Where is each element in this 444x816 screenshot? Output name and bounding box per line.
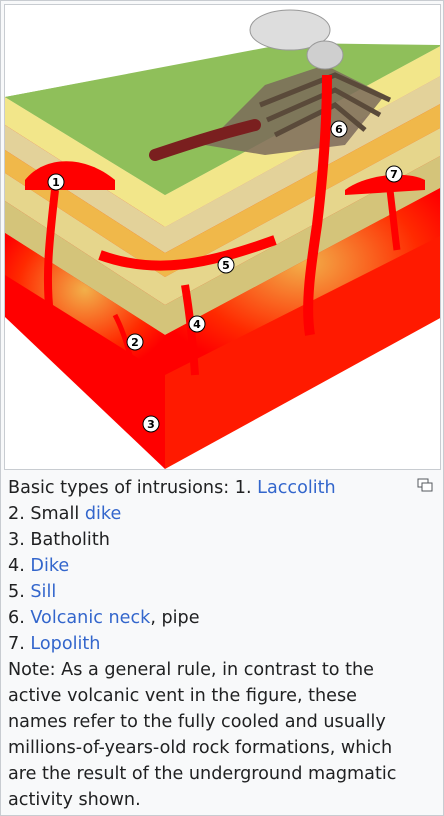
left-layer-5 — [5, 201, 165, 335]
svg-text:2: 2 — [131, 336, 139, 349]
caption-text: 7. — [8, 634, 31, 654]
marker-7: 7 — [385, 165, 403, 183]
enlarge-icon[interactable] — [417, 478, 433, 492]
intrusions-diagram[interactable]: 1 2 3 4 5 6 7 — [4, 4, 441, 470]
left-layer-4 — [5, 173, 165, 305]
caption-text: 2. Small — [8, 504, 85, 524]
link-dike[interactable]: Dike — [30, 556, 70, 576]
svg-text:4: 4 — [193, 318, 201, 331]
caption-line-4: 4. Dike — [8, 553, 408, 579]
cone-stripe-3 — [273, 102, 367, 138]
marker-5: 5 — [217, 256, 235, 274]
link-sill[interactable]: Sill — [30, 582, 57, 602]
caption-text: 4. — [8, 556, 31, 576]
link-lopolith[interactable]: Lopolith — [30, 634, 101, 654]
lopolith-feeder — [386, 189, 401, 251]
caption-text: 5. — [8, 582, 31, 602]
right-layer-4 — [165, 128, 440, 305]
cone-stripe-2 — [265, 87, 382, 123]
figure-caption: Basic types of intrusions: 1. Laccolith … — [8, 475, 408, 813]
caption-line-2: 2. Small dike — [8, 501, 408, 527]
caption-text: 6. — [8, 608, 31, 628]
marker-1: 1 — [47, 173, 65, 191]
svg-text:6: 6 — [335, 123, 343, 136]
smoke-puff — [306, 40, 344, 70]
svg-text:1: 1 — [52, 176, 60, 189]
caption-text: , pipe — [150, 608, 200, 628]
smoke-cloud — [249, 9, 331, 51]
marker-3: 3 — [142, 415, 160, 433]
caption-line-7: 7. Lopolith — [8, 631, 408, 657]
marker-4: 4 — [188, 315, 206, 333]
cone-stripe-1 — [259, 72, 392, 108]
right-layer-3 — [165, 104, 440, 277]
caption-line-6: 6. Volcanic neck, pipe — [8, 605, 408, 631]
caption-note: Note: As a general rule, in contrast to … — [8, 660, 397, 810]
lava-flow — [149, 119, 261, 161]
right-layer-2 — [165, 76, 440, 253]
link-laccolith[interactable]: Laccolith — [257, 478, 336, 498]
small-dike — [112, 313, 136, 366]
caption-line-5: 5. Sill — [8, 579, 408, 605]
right-layer-5 — [165, 156, 440, 335]
sill — [98, 235, 277, 271]
svg-text:3: 3 — [147, 418, 155, 431]
caption-text: Basic types of intrusions: 1. — [8, 478, 258, 498]
left-layer-1 — [5, 97, 165, 227]
right-layer-6 — [165, 188, 440, 375]
marker-6: 6 — [330, 120, 348, 138]
caption-line-3: 3. Batholith — [8, 530, 110, 550]
caption-line-1: Basic types of intrusions: 1. Laccolith — [8, 475, 408, 501]
intrusions-diagram-svg: 1 2 3 4 5 6 7 — [5, 9, 440, 469]
volcanic-neck — [303, 74, 332, 336]
lopolith — [345, 174, 425, 195]
marker-2: 2 — [126, 333, 144, 351]
laccolith — [25, 161, 115, 190]
svg-text:7: 7 — [390, 168, 398, 181]
link-dike-small[interactable]: dike — [84, 504, 122, 524]
svg-text:5: 5 — [222, 259, 230, 272]
laccolith-feeder — [43, 189, 59, 316]
link-volcanic-neck[interactable]: Volcanic neck — [30, 608, 151, 628]
